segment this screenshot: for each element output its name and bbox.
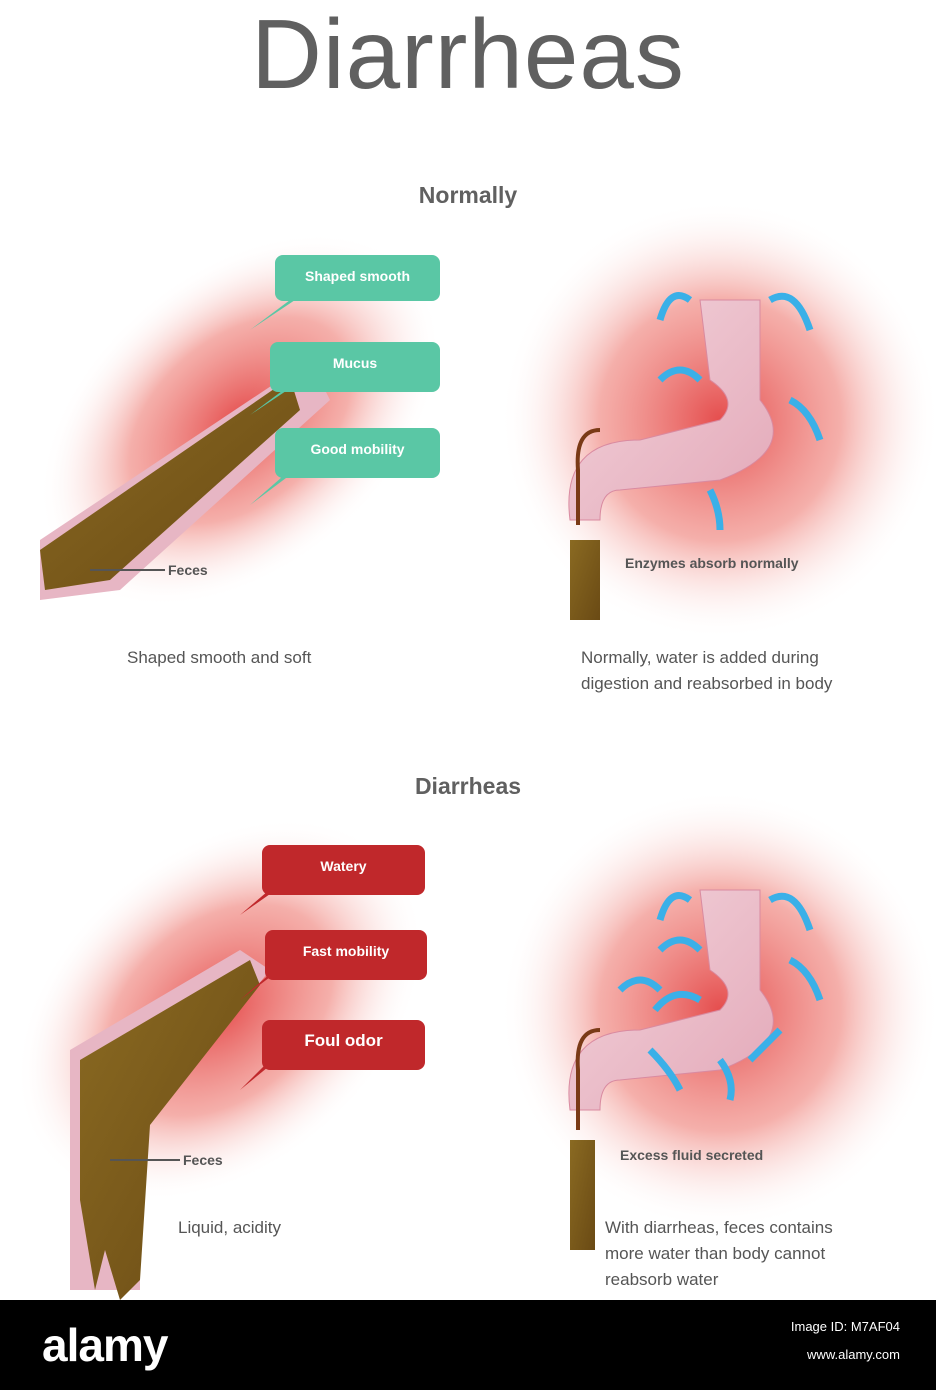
normal-left-caption: Shaped smooth and soft xyxy=(127,648,312,667)
diarrhea-bubble-3: Foul odor xyxy=(262,1020,425,1070)
alamy-logo: alamy xyxy=(42,1319,168,1371)
diarrhea-right-caption-line1: With diarrheas, feces contains xyxy=(605,1218,833,1237)
normal-feces-label: Feces xyxy=(168,562,208,578)
diarrhea-intestine-label: Excess fluid secreted xyxy=(620,1147,764,1163)
page-title: Diarrheas xyxy=(251,0,685,109)
diarrhea-right-caption-line3: reabsorb water xyxy=(605,1270,719,1289)
normal-bubble-3: Good mobility xyxy=(275,428,440,478)
diarrhea-bubble-2: Fast mobility xyxy=(265,930,427,980)
normal-rectum-illustration xyxy=(39,232,441,608)
diarrhea-intestine-illustration xyxy=(500,790,936,1250)
diarrhea-bubble-1: Watery xyxy=(262,845,425,895)
diarrhea-right-caption-line2: more water than body cannot xyxy=(605,1244,826,1263)
diarrhea-feces-label: Feces xyxy=(183,1152,223,1168)
diarrhea-heading: Diarrheas xyxy=(414,773,522,799)
footer-url-text: www.alamy.com xyxy=(807,1347,900,1362)
normal-right-caption-line1: Normally, water is added during xyxy=(581,648,819,667)
diarrhea-rectum-illustration xyxy=(15,817,425,1300)
normal-intestine-label: Enzymes absorb normally xyxy=(625,555,799,571)
normal-bubble-2: Mucus xyxy=(270,342,440,392)
watermark-footer xyxy=(0,1300,936,1390)
normal-right-caption-line2: digestion and reabsorbed in body xyxy=(581,674,833,693)
normal-bubble-1: Shaped smooth xyxy=(275,255,440,301)
diarrhea-left-caption: Liquid, acidity xyxy=(178,1218,282,1237)
image-id-text: Image ID: M7AF04 xyxy=(790,1319,900,1334)
normal-intestine-illustration xyxy=(500,200,936,640)
normal-heading: Normally xyxy=(418,182,518,208)
